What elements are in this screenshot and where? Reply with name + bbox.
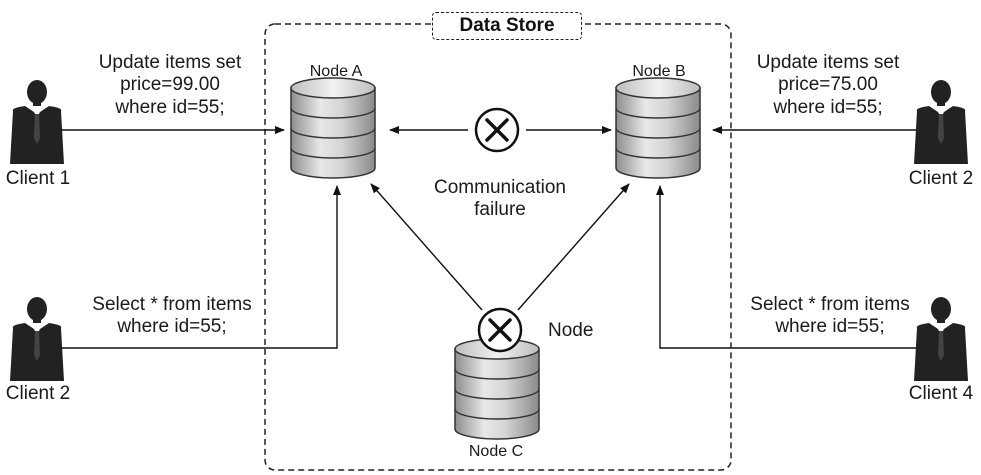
node-a-label: Node A xyxy=(309,63,363,80)
client-2-bottom-query: Select * from items where id=55; xyxy=(92,294,252,338)
data-store-title: Data Store xyxy=(459,15,555,36)
client-2-top-label: Client 2 xyxy=(908,168,974,189)
node-c-database-icon xyxy=(454,338,540,440)
node-failure-icon xyxy=(477,307,523,353)
client-1-person-icon xyxy=(10,80,64,164)
arrow-node-c-to-b xyxy=(517,183,630,311)
client-1-label: Client 1 xyxy=(5,168,71,189)
node-c-label: Node C xyxy=(468,443,524,460)
arrow-node-c-to-a xyxy=(370,183,483,311)
data-store-title-box: Data Store xyxy=(432,12,582,40)
communication-failure-icon xyxy=(474,107,520,153)
node-failure-label: Node xyxy=(548,320,594,341)
client-2-bottom-label: Client 2 xyxy=(5,383,71,404)
client-4-label: Client 4 xyxy=(908,383,974,404)
client-4-query: Select * from items where id=55; xyxy=(750,294,910,338)
arrow-client4-to-node-b xyxy=(656,185,920,349)
node-b-label: Node B xyxy=(632,63,686,80)
arrow-client2-to-node-a xyxy=(60,185,341,349)
client-2-top-person-icon xyxy=(914,80,968,164)
client-2-bottom-person-icon xyxy=(10,297,64,381)
client-1-query: Update items set price=99.00 where id=55… xyxy=(98,52,242,118)
connectors xyxy=(60,126,920,349)
communication-failure-label: Communication failure xyxy=(434,177,566,221)
client-2-top-query: Update items set price=75.00 where id=55… xyxy=(756,52,900,118)
node-a-database-icon xyxy=(290,77,376,179)
node-b-database-icon xyxy=(615,77,701,179)
